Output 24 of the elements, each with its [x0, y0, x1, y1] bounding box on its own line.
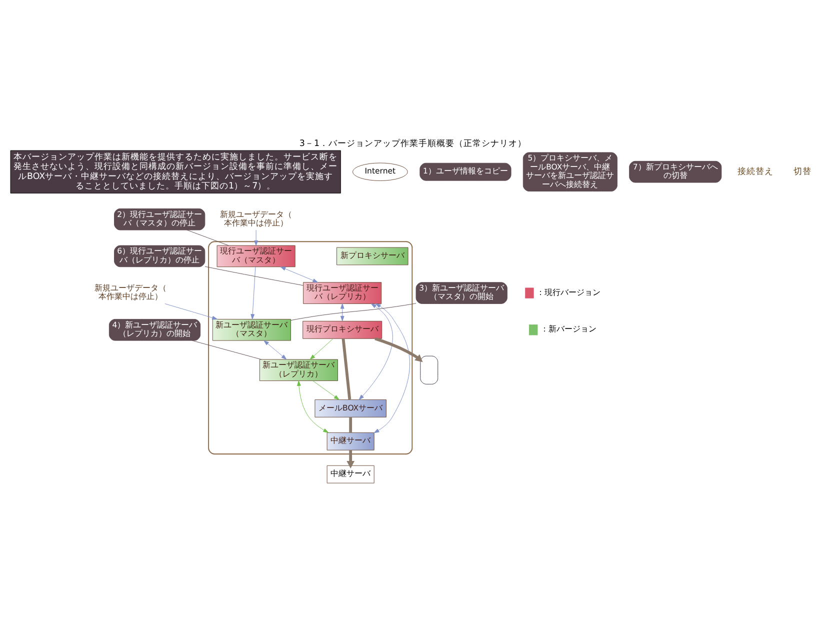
arrow	[340, 303, 344, 322]
label: 切替	[793, 166, 812, 177]
connector	[186, 230, 229, 246]
arrow	[374, 337, 423, 362]
label: 接続替え	[737, 166, 774, 177]
arrow	[264, 340, 287, 360]
arrow	[254, 230, 258, 246]
diagram-title: 3－1．バージョンアップ作業手順概要（正常シナリオ）	[299, 138, 527, 149]
connector	[192, 340, 262, 360]
arrow	[280, 266, 318, 283]
arrow	[312, 380, 340, 400]
connector	[290, 303, 416, 321]
connector	[342, 338, 352, 400]
arrow	[358, 304, 393, 400]
arrow	[164, 303, 218, 320]
label: 本バージョンアップ作業は新機能を提供するために実施しました。サービス断を発生させないよう、現行設備と同構成の新バージョン設備を事前に準備し、メールBOXサーバ・中継サーバなどの接続替えにより、バージョンアップを実施することとしていました。手順は下図の1）～7）。	[14, 152, 338, 192]
arrow	[297, 380, 329, 433]
arrow	[374, 304, 410, 434]
connector	[349, 417, 352, 432]
node-box	[420, 356, 438, 384]
arrow	[346, 450, 355, 469]
arrow	[310, 338, 334, 360]
connector	[204, 266, 304, 286]
arrow	[250, 266, 256, 320]
